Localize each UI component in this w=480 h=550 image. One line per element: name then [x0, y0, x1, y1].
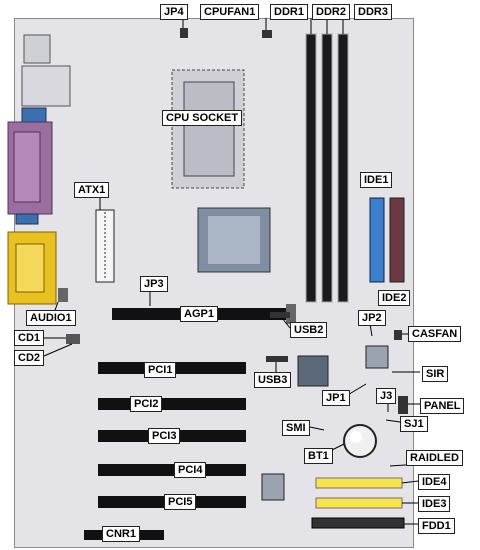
label-fdd1: FDD1: [418, 518, 455, 534]
agp-slot-bracket: [286, 304, 296, 324]
ide1-connector: [369, 197, 385, 283]
label-jp2: JP2: [358, 310, 386, 326]
label-pci3: PCI3: [148, 428, 181, 444]
label-pci4: PCI4: [174, 462, 207, 478]
southbridge-chip: [297, 355, 329, 387]
label-cpu-socket: CPU SOCKET: [162, 110, 243, 126]
io-chip: [365, 345, 389, 369]
label-sj1: SJ1: [400, 416, 428, 432]
label-ide1: IDE1: [360, 172, 393, 188]
cd-headers: [66, 334, 80, 344]
audio-jack: [58, 288, 68, 302]
label-jp3: JP3: [140, 276, 168, 292]
label-sir: SIR: [422, 366, 449, 382]
label-cnr1: CNR1: [102, 526, 140, 542]
label-panel: PANEL: [420, 398, 465, 414]
label-j3: J3: [376, 388, 397, 404]
label-smi: SMI: [282, 420, 310, 436]
cpufan1-header: [262, 30, 272, 38]
bios-chip: [261, 473, 285, 501]
label-audio1: AUDIO1: [26, 310, 76, 326]
casfan-header: [394, 330, 402, 340]
label-bt1: BT1: [304, 448, 333, 464]
label-agp1: AGP1: [180, 306, 218, 322]
label-pci1: PCI1: [144, 362, 177, 378]
label-atx1: ATX1: [74, 182, 110, 198]
usb3-header: [266, 356, 288, 362]
label-usb2: USB2: [290, 322, 328, 338]
label-cd2: CD2: [14, 350, 45, 366]
jp4-header: [180, 28, 188, 38]
label-ddr2: DDR2: [312, 4, 350, 20]
northbridge-chip: [208, 216, 260, 264]
label-cpufan1: CPUFAN1: [200, 4, 260, 20]
ide2-connector: [389, 197, 405, 283]
label-ide4: IDE4: [418, 474, 451, 490]
label-raidled: RAIDLED: [406, 450, 463, 466]
label-ide2: IDE2: [378, 290, 411, 306]
lan-port-2: [15, 213, 39, 225]
usb2-header: [270, 312, 290, 318]
label-jp4: JP4: [160, 4, 188, 20]
label-casfan: CASFAN: [408, 326, 462, 342]
usb-rear-ports: [21, 65, 71, 107]
label-cd1: CD1: [14, 330, 45, 346]
panel-header: [398, 396, 408, 414]
label-ddr3: DDR3: [354, 4, 392, 20]
label-pci2: PCI2: [130, 396, 163, 412]
cpu-socket-core: [183, 81, 235, 177]
fdd-connector: [311, 517, 405, 529]
serial-port-face: [13, 131, 41, 203]
pci4-slot: [98, 464, 246, 476]
label-ddr1: DDR1: [270, 4, 308, 20]
label-pci5: PCI5: [164, 494, 197, 510]
label-jp1: JP1: [322, 390, 350, 406]
label-ide3: IDE3: [418, 496, 451, 512]
label-usb3: USB3: [254, 372, 292, 388]
ps2-port: [23, 34, 51, 64]
vga-port-face: [15, 243, 45, 293]
